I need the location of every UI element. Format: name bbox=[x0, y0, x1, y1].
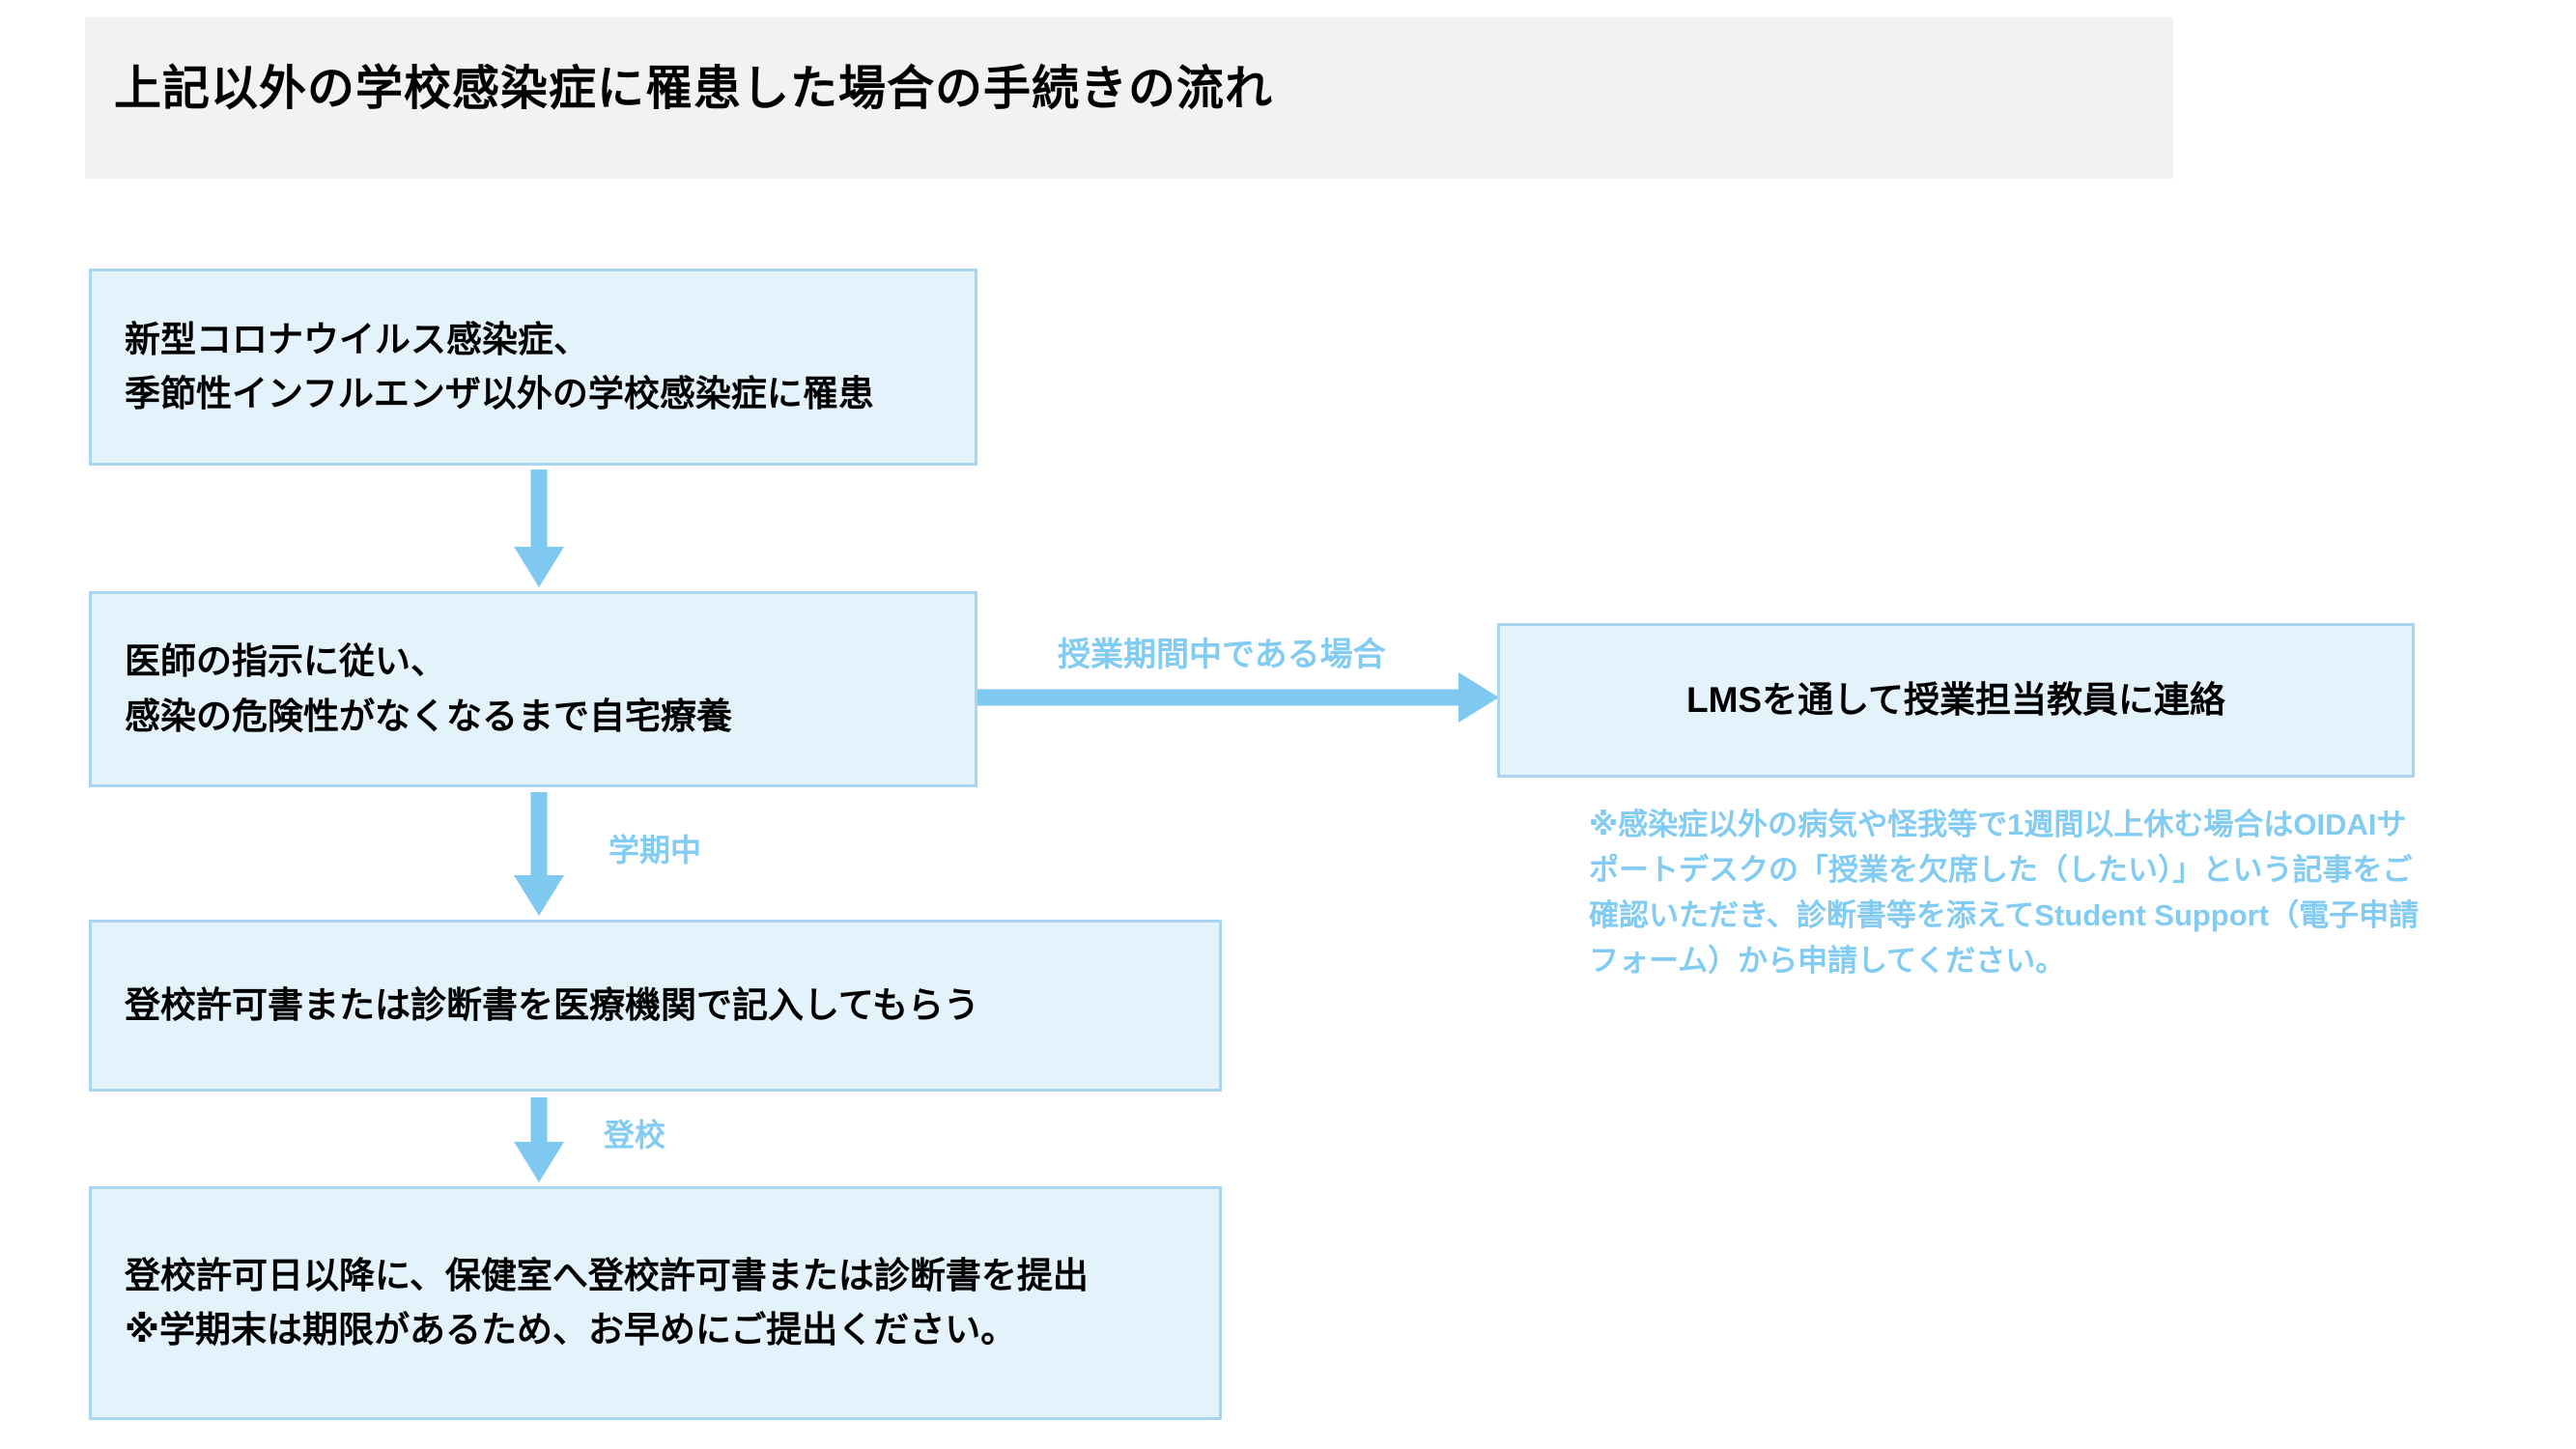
arrow-rest-to-certificate-icon bbox=[510, 792, 568, 916]
edge-label-to-lms: 授業期間中である場合 bbox=[1058, 637, 1386, 673]
arrow-shaft bbox=[530, 792, 548, 875]
arrow-to-lms-icon bbox=[977, 668, 1499, 726]
flow-box-home-rest[interactable]: 医師の指示に従い、 感染の危険性がなくなるまで自宅療養 bbox=[89, 591, 977, 787]
flow-box-home-rest-line2: 感染の危険性がなくなるまで自宅療養 bbox=[125, 696, 732, 736]
arrow-shaft bbox=[977, 689, 1460, 706]
flow-box-onset-line1: 新型コロナウイルス感染症、 bbox=[125, 319, 589, 359]
flow-box-lms-contact[interactable]: LMSを通して授業担当教員に連絡 bbox=[1497, 623, 2415, 778]
arrow-head bbox=[1458, 672, 1499, 723]
flow-box-onset-line2: 季節性インフルエンザ以外の学校感染症に罹患 bbox=[125, 374, 874, 413]
arrow-head bbox=[514, 547, 564, 587]
flow-box-submit-line2: ※学期末は期限があるため、お早めにご提出ください。 bbox=[125, 1310, 1017, 1350]
side-note: ※感染症以外の病気や怪我等で1週間以上休む場合はOIDAIサポートデスクの「授業… bbox=[1589, 808, 2420, 979]
arrow-shaft bbox=[530, 469, 548, 547]
edge-label-return-to-school: 登校 bbox=[604, 1118, 666, 1152]
flow-box-certificate[interactable]: 登校許可書または診断書を医療機関で記入してもらう bbox=[89, 920, 1222, 1092]
arrow-head bbox=[514, 1142, 564, 1182]
edge-label-during-term: 学期中 bbox=[609, 833, 702, 867]
flow-box-onset[interactable]: 新型コロナウイルス感染症、 季節性インフルエンザ以外の学校感染症に罹患 bbox=[89, 269, 977, 466]
arrow-certificate-to-submit-icon bbox=[510, 1097, 568, 1182]
page-title: 上記以外の学校感染症に罹患した場合の手続きの流れ bbox=[114, 63, 1274, 115]
flow-box-submit[interactable]: 登校許可日以降に、保健室へ登校許可書または診断書を提出 ※学期末は期限があるため… bbox=[89, 1186, 1222, 1420]
flow-box-lms-contact-line1: LMSを通して授業担当教員に連絡 bbox=[1686, 679, 2225, 720]
arrow-shaft bbox=[530, 1097, 548, 1142]
arrow-onset-to-rest-icon bbox=[510, 469, 568, 587]
arrow-head bbox=[514, 875, 564, 916]
flow-box-home-rest-line1: 医師の指示に従い、 bbox=[125, 641, 446, 682]
flow-box-submit-line1: 登校許可日以降に、保健室へ登校許可書または診断書を提出 bbox=[125, 1255, 1089, 1295]
title-banner bbox=[85, 17, 2173, 179]
flow-box-certificate-line1: 登校許可書または診断書を医療機関で記入してもらう bbox=[125, 984, 980, 1025]
